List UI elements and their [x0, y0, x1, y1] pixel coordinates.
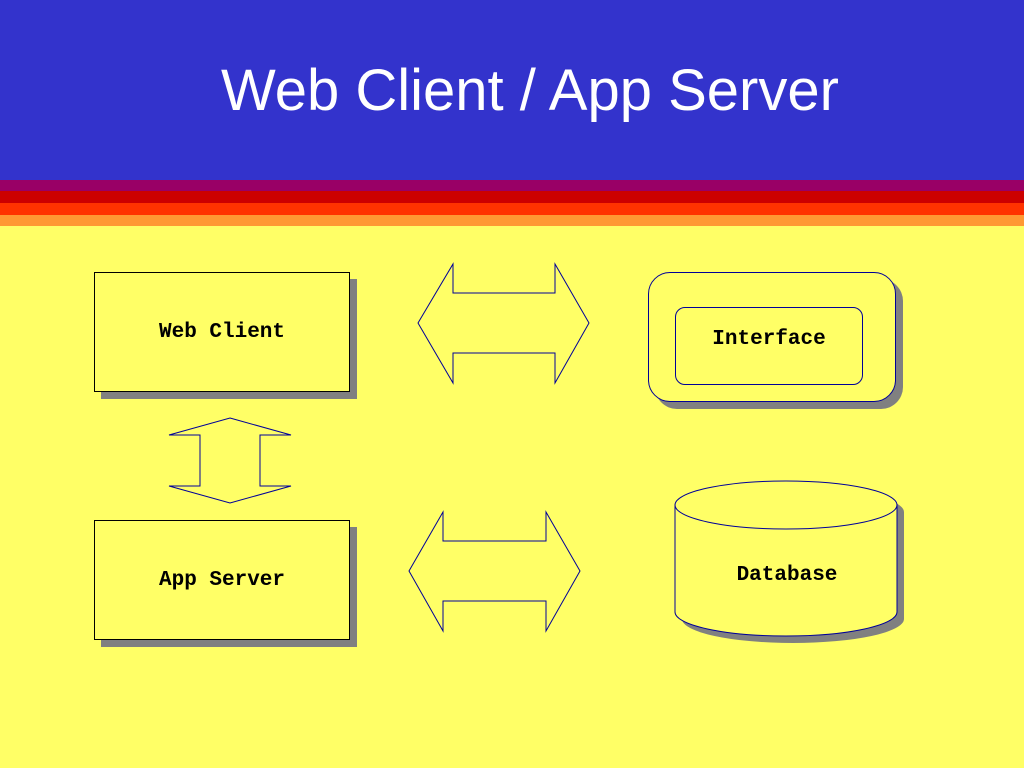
slide-header: Web Client / App Server	[0, 0, 1024, 180]
header-stripe-purple	[0, 180, 1024, 191]
double-arrow-web-client-interface	[417, 262, 590, 385]
header-stripe-red	[0, 191, 1024, 203]
double-arrow-web-client-app-server	[168, 417, 292, 504]
app-server-node: App Server	[94, 520, 350, 640]
interface-node: Interface	[648, 272, 896, 402]
database-label: Database	[736, 564, 838, 587]
header-stripe-orange	[0, 215, 1024, 226]
slide-title: Web Client / App Server	[221, 58, 839, 123]
web-client-node: Web Client	[94, 272, 350, 392]
interface-inner-frame: Interface	[675, 307, 863, 385]
app-server-label: App Server	[158, 569, 286, 592]
database-cylinder-icon	[674, 480, 898, 637]
double-arrow-app-server-database	[408, 510, 581, 633]
interface-label: Interface	[712, 328, 826, 351]
header-stripe-orange-red	[0, 203, 1024, 215]
web-client-label: Web Client	[158, 321, 286, 344]
